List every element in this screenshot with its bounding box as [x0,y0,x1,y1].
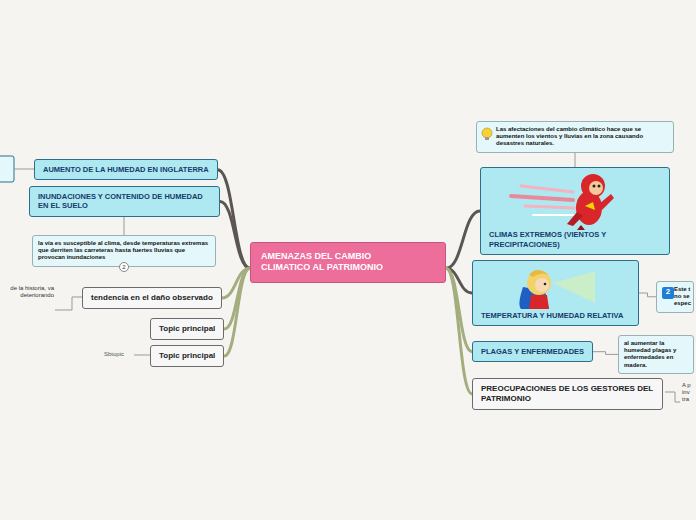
drawing-part [585,202,595,210]
topic-box: CLIMAS EXTREMOS (VIENTOS Y PRECIPITACION… [480,167,670,255]
topic-box: Topic principal [150,318,224,340]
topic-box: Topic principal [150,345,224,367]
branch-connector [218,170,250,269]
topic-box: AUMENTO DE LA HUMEDAD EN INGLATERRA [34,159,218,180]
branch-connector [593,352,618,355]
drawing-part [485,137,489,140]
callout-number: 2 [119,262,129,272]
node-text: AUMENTO DE LA HUMEDAD EN INGLATERRA [43,165,209,174]
cut-box [0,156,14,182]
drawing-part [535,278,549,292]
node-text: PREOCUPACIONES DE LOS GESTORES DEL PATRI… [481,384,654,404]
branch-connector [124,217,125,235]
node-text: al aumentar la humedad plagas y enfermed… [624,340,688,369]
node-text: CLIMAS EXTREMOS (VIENTOS Y PRECIPITACION… [489,230,661,249]
leader-line [134,355,150,356]
branch-connector [575,153,576,167]
node-text: tendencia en el daño observado [91,293,213,303]
topic-box: PREOCUPACIONES DE LOS GESTORES DEL PATRI… [472,378,663,410]
drawing-part [581,174,605,198]
node-text: AMENAZAS DEL CAMBIO CLIMATICO AL PATRIMO… [261,251,415,274]
branch-connector [446,268,472,394]
callout-number: 2 [662,287,674,299]
node-text: INUNDACIONES Y CONTENIDO DE HUMEDAD EN E… [38,192,211,211]
note-box: Las afectaciones del cambio climático ha… [476,121,674,153]
note-text: de la historia, va deteriorando [2,285,54,299]
note-text: A p inv tra [682,382,695,404]
leader-line [665,392,680,402]
leader-line [55,297,82,310]
hero-illustration [473,261,638,309]
branch-connector [639,293,656,297]
hero-illustration [481,168,669,232]
topic-box: PLAGAS Y ENFERMEDADES [472,341,593,362]
drawing-part [482,128,492,138]
drawing-part [598,185,601,188]
node-text: Topic principal [159,324,215,334]
topic-box: TEMPERATURA Y HUMEDAD RELATIVA [472,260,639,326]
node-text: Las afectaciones del cambio climático ha… [496,126,668,148]
node-text: la vía es susceptible al clima, desde te… [38,240,210,262]
drawing-part [544,283,547,286]
drawing-part [533,214,576,216]
note-text: Sbtopic [104,351,134,358]
node-text: TEMPERATURA Y HUMEDAD RELATIVA [481,311,630,320]
drawing-part [511,196,573,200]
drawing-part [553,271,595,303]
drawing-part [525,206,575,208]
drawing-part [511,186,576,215]
central-topic: AMENAZAS DEL CAMBIO CLIMATICO AL PATRIMO… [250,242,446,283]
branch-connector [220,201,250,268]
note-box: al aumentar la humedad plagas y enfermed… [618,335,694,374]
drawing-part [529,295,549,309]
drawing-part [577,225,585,230]
leader-line [14,169,34,170]
drawing-part [521,186,573,192]
drawing-part [599,194,614,210]
bulb-icon [480,127,494,143]
topic-box: tendencia en el daño observado [82,287,222,309]
node-text: Este t no se espec [674,286,691,308]
drawing-part [529,270,549,277]
node-text: Topic principal [159,351,215,361]
drawing-part [567,212,583,226]
node-text: PLAGAS Y ENFERMEDADES [481,347,584,356]
branch-connector [224,268,250,356]
drawing-part [527,271,551,295]
drawing-part [589,181,603,195]
drawing-part [593,185,596,188]
topic-box: INUNDACIONES Y CONTENIDO DE HUMEDAD EN E… [29,186,220,217]
